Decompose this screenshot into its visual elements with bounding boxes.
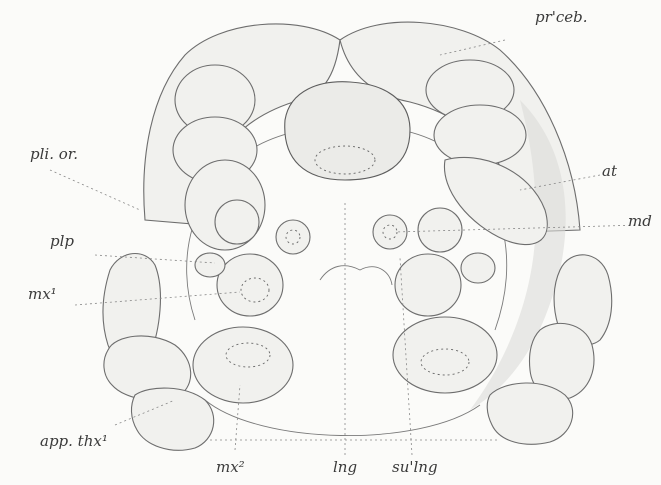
maxilla2-right — [393, 317, 497, 393]
tongue — [320, 266, 392, 285]
labrum — [285, 82, 410, 180]
antenna-right-segment-2 — [434, 105, 526, 165]
label-mandible: md — [628, 212, 652, 230]
mandible-left — [215, 200, 259, 244]
thoracic-appendage-left-seg3 — [131, 388, 213, 450]
label-second-maxilla: mx² — [216, 458, 245, 476]
palp-left — [195, 253, 225, 277]
thoracic-appendage-right-seg3 — [487, 383, 572, 444]
body-base — [205, 400, 480, 436]
label-palp: plp — [50, 232, 74, 250]
palp-left-small — [276, 220, 310, 254]
leader-plior — [50, 170, 140, 210]
label-sublingual: su'lng — [392, 458, 438, 476]
label-pleural-oral: pli. or. — [30, 145, 78, 163]
label-procerebrum: pr'ceb. — [535, 8, 588, 26]
label-tongue: lng — [333, 458, 357, 476]
maxilla1-right — [395, 254, 461, 316]
label-first-maxilla: mx¹ — [28, 285, 57, 303]
mandible-right — [418, 208, 462, 252]
maxilla2-left — [193, 327, 293, 403]
maxilla1-left — [217, 254, 283, 316]
mandible-right-small — [373, 215, 407, 249]
label-thoracic-appendage: app. thx¹ — [40, 432, 108, 450]
palp-right — [461, 253, 495, 283]
label-antenna: at — [602, 162, 617, 180]
